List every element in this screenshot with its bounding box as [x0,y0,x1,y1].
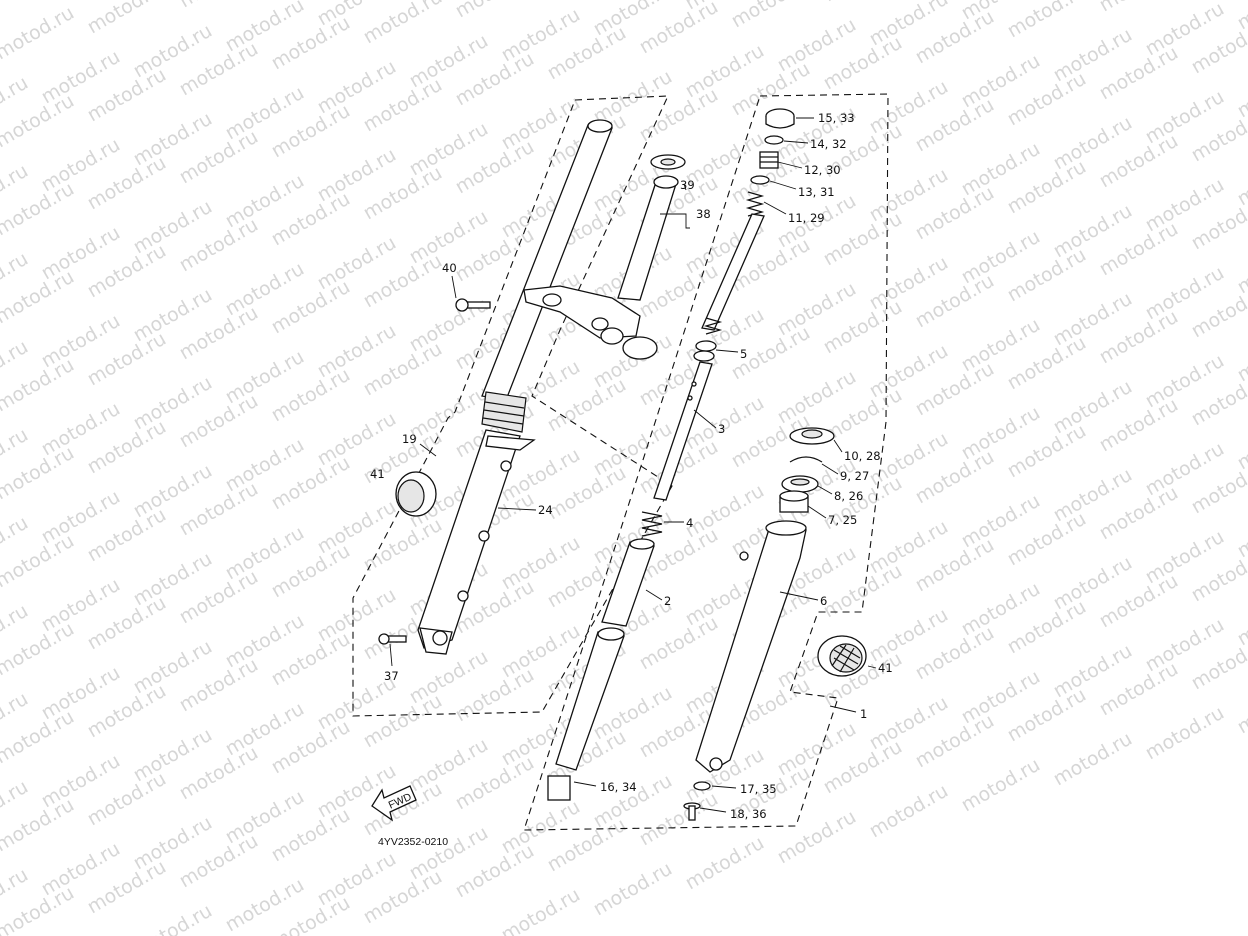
right-assembly-boundary [523,93,889,831]
callout-37: 37 [384,669,399,683]
callout-9-27: 9, 27 [840,469,869,483]
callout-12-30: 12, 30 [804,163,841,177]
watermark-text: motod.ru [130,900,216,936]
spring-11-29-icon [701,191,765,335]
callout-39: 39 [680,178,695,192]
bolt-18-36-icon [683,802,701,821]
watermark-text: motod.ru [1050,728,1136,791]
left-tube-cap [587,119,613,133]
watermark-text: motod.ru [0,0,32,20]
callout-16-34: 16, 34 [600,780,637,794]
clip-14-32-icon [764,135,784,145]
callout-3: 3 [718,422,725,436]
ring-5-icon [693,340,717,362]
callout-10-28: 10, 28 [844,449,881,463]
watermark-text: motod.ru [176,0,262,12]
callout-41-left: 41 [370,467,385,481]
watermark-text: motod.ru [1234,676,1248,739]
callout-14-32: 14, 32 [810,137,847,151]
bolt-40-icon [455,298,491,312]
clip-9-27-icon [789,456,823,463]
watermark-text: motod.ru [820,0,906,6]
watermark-text: motod.ru [774,806,860,869]
callout-18-36: 18, 36 [730,807,767,821]
callout-1: 1 [860,707,867,721]
watermark-text: motod.ru [1096,0,1182,16]
left-assembly-boundary [352,95,673,717]
callout-5: 5 [740,347,747,361]
left-dust-seal [481,391,527,433]
cap-15-33-icon [765,108,795,129]
callout-8-26: 8, 26 [834,489,863,503]
callout-6: 6 [820,594,827,608]
dust-seal-10-28-icon [789,427,835,445]
callout-24: 24 [538,503,553,517]
watermark-text: motod.ru [452,0,538,22]
callout-13-31: 13, 31 [798,185,835,199]
callout-15-33: 15, 33 [818,111,855,125]
washer-13-31-icon [750,175,770,185]
nut-39-icon [650,154,686,170]
watermark-text: motod.ru [866,780,952,843]
outer-tube-6 [695,520,807,773]
steering-stem-38 [523,175,679,360]
washer-17-35-icon [693,781,711,791]
watermark-text: motod.ru [958,754,1044,817]
callout-38: 38 [696,207,711,221]
cap-41-left-icon [395,471,437,517]
bolt-37-icon [378,633,407,645]
callout-41-right: 41 [878,661,893,675]
watermark-text: motod.ru [590,858,676,921]
watermark-text: motod.ru [728,0,814,32]
washer-7-25-icon [779,490,809,513]
cap-41-right-icon [817,635,867,677]
leader-lines [389,117,877,813]
spring-4-icon [641,511,663,537]
callout-2: 2 [664,594,671,608]
diagram-code: 4YV2352-0210 [378,836,448,848]
bushing-icon [547,775,571,801]
callout-11-29: 11, 29 [788,211,825,225]
spacer-12-30-icon [759,151,779,169]
callout-7-25: 7, 25 [828,513,857,527]
watermark-text: motod.ru [0,2,78,65]
callout-19: 19 [402,432,417,446]
damper-rod-3 [653,361,713,501]
left-fork-leg [378,119,613,655]
watermark-text: motod.ru [682,832,768,895]
oil-seal-8-26-icon [781,475,819,493]
watermark-text: motod.ru [1142,702,1228,765]
watermark-text: motod.ru [84,0,170,38]
watermark-text: motod.ru [498,884,584,936]
watermark-text: motod.ru [360,0,446,48]
callout-4: 4 [686,516,693,530]
callout-17-35: 17, 35 [740,782,777,796]
watermark-text: motod.ru [1004,0,1090,42]
callout-40: 40 [442,261,457,275]
